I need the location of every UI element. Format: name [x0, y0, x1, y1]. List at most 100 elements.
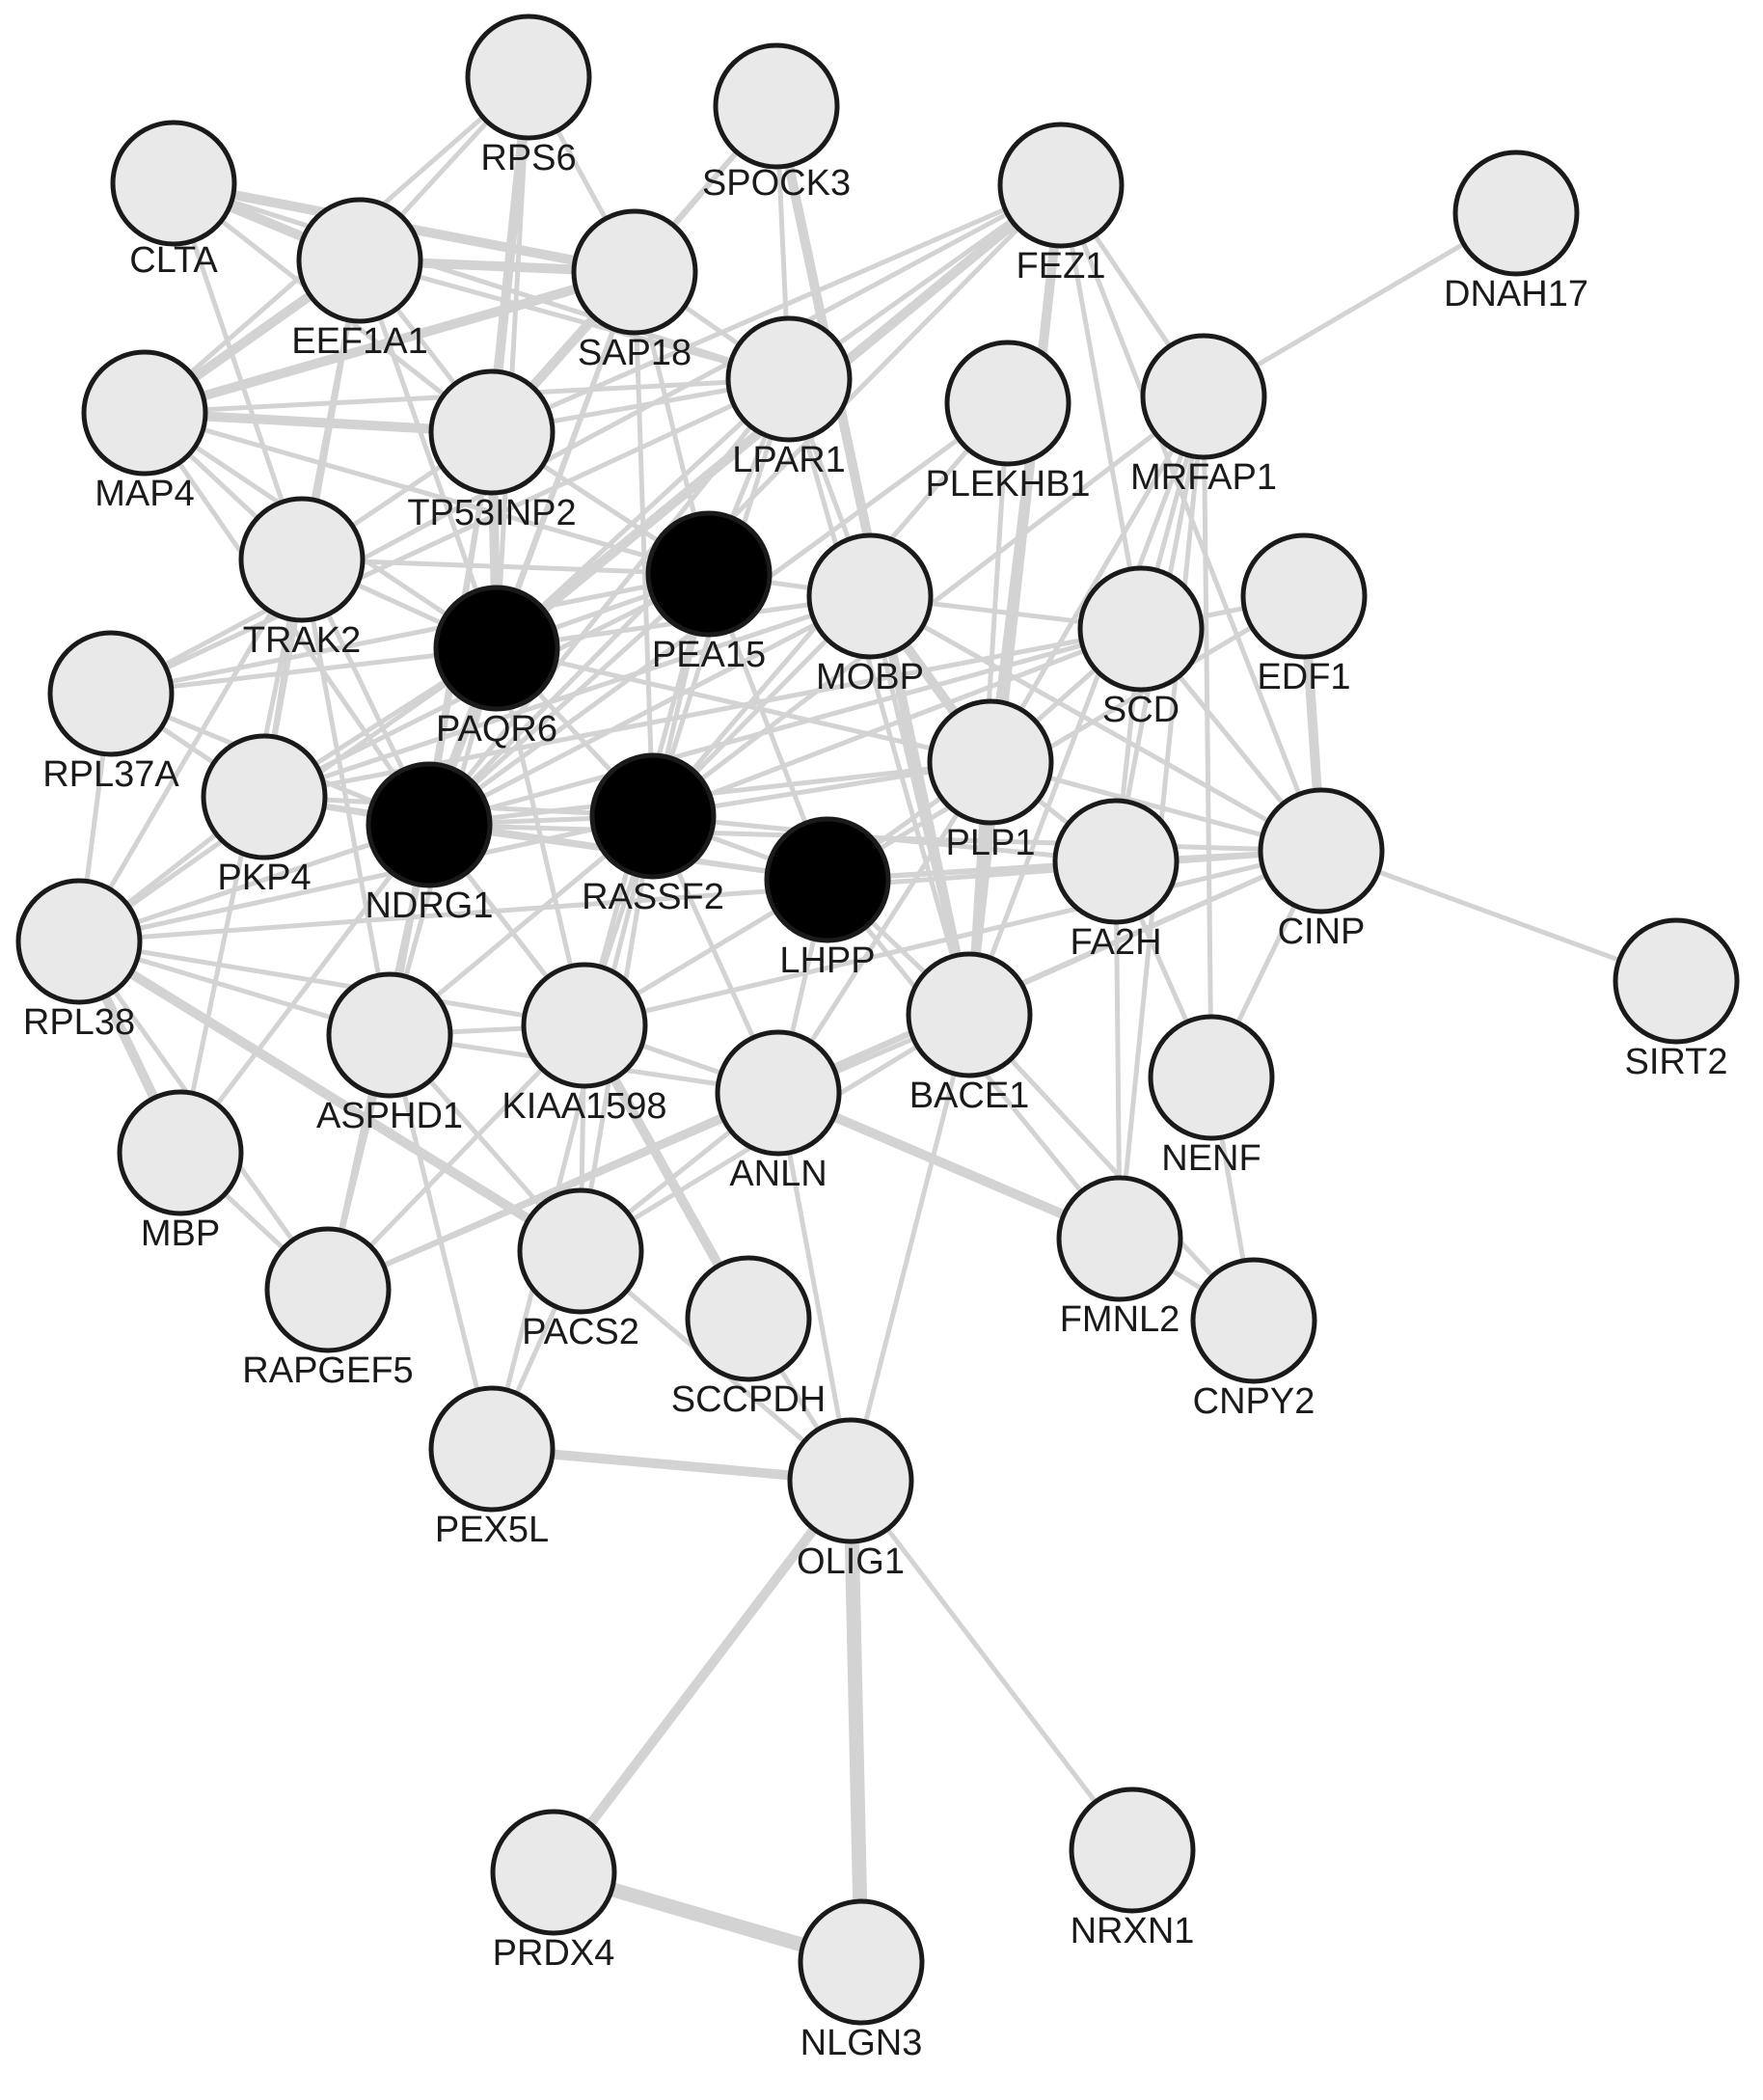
node-cinp[interactable]: CINP [1258, 787, 1385, 952]
node-circle [433, 585, 560, 712]
node-nlgn3[interactable]: NLGN3 [798, 1898, 925, 2063]
node-label: PAQR6 [436, 709, 557, 750]
edge-fez1-scd [1058, 182, 1144, 632]
node-mrfap1[interactable]: MRFAP1 [1130, 333, 1277, 498]
node-ndrg1[interactable]: NDRG1 [365, 761, 494, 926]
edge-fez1-tp53inp2 [489, 182, 1064, 435]
edge-mrfap1-fmnl2 [1117, 394, 1207, 1241]
node-rps6[interactable]: RPS6 [465, 14, 592, 178]
node-label: EEF1A1 [291, 321, 428, 362]
node-label: RPL38 [23, 1002, 135, 1043]
edge-anln-olig1 [775, 1090, 854, 1484]
node-tp53inp2[interactable]: TP53INP2 [407, 368, 577, 533]
node-sirt2[interactable]: SIRT2 [1613, 917, 1740, 1082]
node-label: OLIG1 [797, 1541, 905, 1582]
edge-scd-rassf2 [650, 626, 1144, 819]
node-spock3[interactable]: SPOCK3 [702, 42, 851, 204]
node-pea15[interactable]: PEA15 [645, 510, 773, 675]
node-sap18[interactable]: SAP18 [571, 208, 698, 373]
node-edf1[interactable]: EDF1 [1240, 532, 1368, 697]
edge-bace1-olig1 [848, 1012, 972, 1484]
node-asphd1[interactable]: ASPHD1 [316, 971, 463, 1136]
node-label: NENF [1161, 1138, 1261, 1179]
edge-rpl38-kiaa1598 [76, 939, 587, 1028]
node-label: RASSF2 [582, 877, 724, 917]
node-circle [571, 208, 698, 336]
node-label: PACS2 [522, 1312, 639, 1352]
node-prdx4[interactable]: PRDX4 [490, 1809, 617, 1974]
node-nenf[interactable]: NENF [1148, 1014, 1275, 1179]
node-label: NRXN1 [1071, 1911, 1195, 1951]
node-anln[interactable]: ANLN [715, 1029, 842, 1194]
edge-mobp-cinp [867, 593, 1324, 854]
node-lpar1[interactable]: LPAR1 [725, 315, 853, 480]
node-plekhb1[interactable]: PLEKHB1 [925, 340, 1091, 505]
node-map4[interactable]: MAP4 [81, 349, 208, 514]
node-pacs2[interactable]: PACS2 [517, 1187, 644, 1352]
edge-eef1a1-paqr6 [357, 258, 500, 651]
node-rapgef5[interactable]: RAPGEF5 [242, 1226, 414, 1391]
edge-paqr6-plp1 [494, 645, 993, 765]
edge-cinp-kiaa1598 [582, 848, 1324, 1028]
node-circle [296, 197, 423, 324]
node-clta[interactable]: CLTA [110, 120, 237, 281]
node-mbp[interactable]: MBP [117, 1089, 244, 1254]
edge-pea15-rpl37a [108, 571, 712, 696]
edge-mrfap1-bace1 [966, 394, 1207, 1018]
node-circle [1056, 1175, 1183, 1302]
node-pkp4[interactable]: PKP4 [201, 733, 328, 898]
node-pex5l[interactable]: PEX5L [428, 1385, 556, 1550]
node-nrxn1[interactable]: NRXN1 [1069, 1786, 1196, 1951]
node-circle [944, 340, 1071, 467]
node-rpl38[interactable]: RPL38 [15, 878, 143, 1043]
node-trak2[interactable]: TRAK2 [238, 496, 366, 661]
node-circle [521, 962, 648, 1089]
node-fez1[interactable]: FEZ1 [997, 122, 1125, 286]
node-label: LPAR1 [732, 440, 846, 480]
edge-rps6-paqr6 [494, 74, 531, 651]
node-sccpdh[interactable]: SCCPDH [671, 1255, 826, 1420]
edge-ndrg1-mbp [177, 822, 432, 1156]
node-plp1[interactable]: PLP1 [927, 698, 1054, 863]
node-label: SPOCK3 [702, 163, 851, 204]
node-kiaa1598[interactable]: KIAA1598 [502, 962, 667, 1127]
node-label: PEA15 [652, 635, 766, 675]
node-cnpy2[interactable]: CNPY2 [1190, 1257, 1317, 1422]
node-fa2h[interactable]: FA2H [1052, 798, 1180, 963]
edge-rpl38-pacs2 [74, 937, 585, 1256]
node-circle [1077, 565, 1205, 693]
node-label: NDRG1 [365, 886, 493, 926]
node-eef1a1[interactable]: EEF1A1 [291, 197, 428, 362]
node-fmnl2[interactable]: FMNL2 [1056, 1175, 1183, 1340]
node-lhpp[interactable]: LHPP [764, 816, 891, 981]
node-circle [713, 42, 840, 170]
node-scd[interactable]: SCD [1077, 565, 1205, 730]
node-mobp[interactable]: MOBP [806, 532, 934, 697]
edge-trak2-asphd1 [299, 557, 393, 1038]
edge-fez1-ndrg1 [426, 182, 1064, 828]
node-circle [787, 1417, 914, 1544]
node-circle [1258, 787, 1385, 914]
node-label: FEZ1 [1017, 246, 1106, 286]
node-label: PRDX4 [493, 1933, 615, 1974]
node-label: RPL37A [42, 754, 179, 795]
node-label: CNPY2 [1193, 1381, 1315, 1422]
node-label: RPS6 [480, 138, 576, 178]
node-rpl37a[interactable]: RPL37A [42, 630, 179, 795]
node-circle [264, 1226, 392, 1353]
node-olig1[interactable]: OLIG1 [787, 1417, 914, 1582]
node-label: SAP18 [578, 333, 692, 373]
node-label: PKP4 [217, 858, 311, 898]
edge-trak2-pea15 [299, 557, 712, 577]
edge-olig1-nlgn3 [843, 1473, 869, 1970]
node-label: DNAH17 [1444, 274, 1588, 314]
node-bace1[interactable]: BACE1 [906, 951, 1033, 1116]
node-paqr6[interactable]: PAQR6 [433, 585, 560, 750]
node-rassf2[interactable]: RASSF2 [582, 752, 724, 917]
node-label: PLEKHB1 [925, 464, 1090, 505]
node-circle [1069, 1786, 1196, 1914]
node-circle [1140, 333, 1267, 460]
node-dnah17[interactable]: DNAH17 [1444, 150, 1588, 314]
